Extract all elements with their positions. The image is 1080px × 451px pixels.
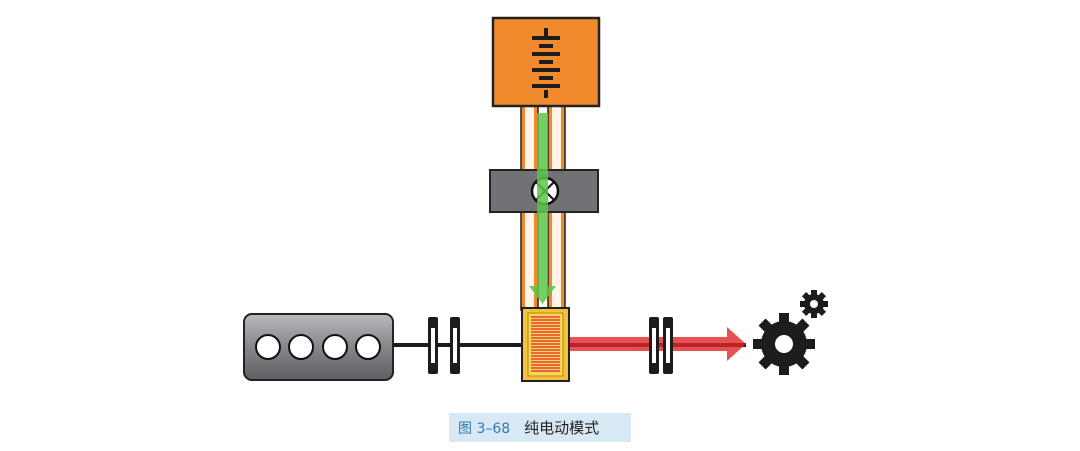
engine-icon [243,313,394,381]
electric-flow-arrow [529,113,556,304]
figure-number: 图 3–68 [458,420,511,437]
clutch-output [649,317,673,374]
gear-icon [753,290,828,375]
figure-caption: 图 3–68 纯电动模式 [449,413,631,442]
figure-title: 纯电动模式 [524,419,600,437]
clutch-engine [428,317,460,374]
motor-generator-icon [521,307,570,382]
battery-icon [491,16,601,108]
